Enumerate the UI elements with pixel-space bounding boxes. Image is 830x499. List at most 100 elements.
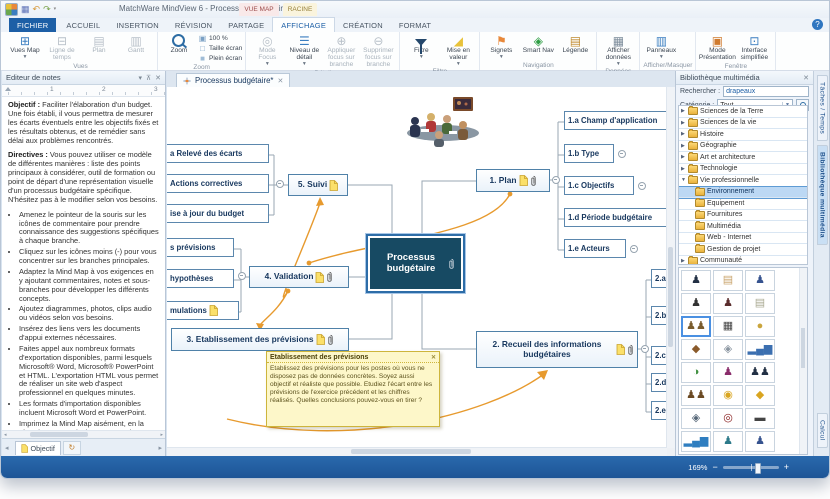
- note-icon[interactable]: [329, 179, 339, 191]
- ribbon-button-full-screen[interactable]: ■Plein écran: [198, 54, 242, 63]
- library-search-input[interactable]: [723, 86, 809, 97]
- root-node[interactable]: Processus budgétaire: [366, 234, 465, 293]
- ribbon-button-timeline[interactable]: ⊟Ligne de temps: [49, 33, 75, 61]
- note-icon[interactable]: [519, 175, 528, 186]
- expand-arrow-icon[interactable]: ▶: [681, 108, 685, 115]
- thumbnails-scrollbar[interactable]: [799, 268, 807, 454]
- expand-arrow-icon[interactable]: ▶: [681, 165, 685, 172]
- subbranch-node[interactable]: 1.a Champ d'application: [564, 111, 667, 130]
- clipart-thumbnail-org-chart[interactable]: ◈: [681, 408, 711, 429]
- subbranch-node[interactable]: 2.d: [651, 373, 667, 392]
- notes-dropdown-icon[interactable]: ▾: [138, 74, 142, 82]
- subbranch-node[interactable]: Actions correctives: [167, 174, 269, 193]
- note-icon[interactable]: [616, 344, 625, 355]
- clipart-thumbnail-coins[interactable]: ◉: [713, 385, 743, 406]
- expand-arrow-icon[interactable]: ▶: [681, 119, 685, 126]
- clipart-thumbnail-walking-man[interactable]: ♟: [681, 293, 711, 314]
- paperclip-icon[interactable]: [627, 344, 634, 356]
- canvas-horizontal-scrollbar[interactable]: [167, 447, 667, 456]
- tree-item-web-internet[interactable]: Web - Internet: [679, 232, 807, 244]
- ribbon-button-simplified-ui[interactable]: ⊡Interface simplifiée: [740, 33, 769, 61]
- subbranch-node[interactable]: 1.c Objectifs: [564, 176, 634, 195]
- branch-collapse-icon[interactable]: [641, 345, 649, 353]
- side-tab-library[interactable]: Bibliothèque multimédia: [816, 145, 828, 245]
- subbranch-node[interactable]: mulations: [167, 301, 239, 320]
- tree-item-histoire[interactable]: ▶Histoire: [679, 129, 807, 141]
- ribbon-button-apply-focus[interactable]: ⊕Appliquer focus sur branche: [327, 33, 356, 68]
- note-icon[interactable]: [315, 271, 325, 283]
- note-icon[interactable]: [209, 305, 218, 316]
- paperclip-icon[interactable]: [326, 271, 333, 283]
- ribbon-button-smart-nav[interactable]: ◈Smart Nav: [522, 33, 554, 54]
- clipart-thumbnail-idea-person[interactable]: ♟: [713, 362, 743, 383]
- expand-arrow-icon[interactable]: ▶: [681, 131, 685, 138]
- canvas-vertical-scrollbar[interactable]: [666, 87, 675, 448]
- ribbon-button-filter[interactable]: Filtre▼: [403, 33, 439, 60]
- clipart-thumbnail-businessman[interactable]: ♟: [745, 270, 775, 291]
- paperclip-icon[interactable]: [530, 175, 537, 187]
- branch-collapse-icon[interactable]: [630, 245, 638, 253]
- expand-arrow-icon[interactable]: ▶: [681, 142, 685, 149]
- undo-icon[interactable]: ↶: [32, 4, 41, 14]
- clipart-thumbnail-wallet-money[interactable]: ●: [745, 316, 775, 337]
- ribbon-button-bookmark[interactable]: ⚑Signets▼: [490, 33, 513, 60]
- ribbon-button-gantt[interactable]: ▥Gantt: [127, 33, 145, 54]
- ribbon-button-remove-focus[interactable]: ⊖Supprimer focus sur branche: [363, 33, 394, 68]
- tree-item-communaut-[interactable]: ▶Communauté: [679, 255, 807, 264]
- zoom-slider[interactable]: [722, 462, 779, 474]
- meeting-clipart[interactable]: [401, 95, 493, 147]
- ribbon-tab-création[interactable]: CRÉATION: [343, 21, 383, 30]
- subbranch-node[interactable]: 2.a: [651, 269, 667, 288]
- notes-horizontal-scrollbar[interactable]: ◂ ▸: [2, 430, 165, 439]
- ribbon-button-show-data[interactable]: ▦Afficher données▼: [605, 33, 632, 67]
- tree-item-vie-professionnelle[interactable]: ▼Vie professionnelle: [679, 175, 807, 187]
- clipart-thumbnail-dartboard[interactable]: ◎: [713, 408, 743, 429]
- branch-collapse-icon[interactable]: [638, 182, 646, 190]
- ribbon-tab-fichier[interactable]: FICHIER: [9, 18, 57, 32]
- ribbon-tab-accueil[interactable]: ACCUEIL: [66, 21, 101, 30]
- ribbon-button-outline[interactable]: ▤Plan: [92, 33, 106, 54]
- subbranch-node[interactable]: a Relevé des écarts: [167, 144, 269, 163]
- tab-nav-left-icon[interactable]: ◂: [5, 444, 9, 452]
- tree-item-technologie[interactable]: ▶Technologie: [679, 163, 807, 175]
- comment-close-icon[interactable]: ✕: [430, 355, 436, 361]
- subbranch-node[interactable]: ise à jour du budget: [167, 204, 269, 223]
- ribbon-button-views-map[interactable]: ⊞Vues Map▼: [10, 33, 40, 60]
- ribbon-button-presentation[interactable]: ▣Mode Présentation: [698, 33, 736, 61]
- save-icon[interactable]: ▦: [21, 4, 30, 14]
- notes-content[interactable]: Objectif : Faciliter l'élaboration d'un …: [2, 97, 165, 433]
- paperclip-icon[interactable]: [448, 258, 455, 270]
- tree-item-art-et-architecture[interactable]: ▶Art et architecture: [679, 152, 807, 164]
- branch-collapse-icon[interactable]: [552, 176, 560, 184]
- branch-collapse-icon[interactable]: [238, 272, 246, 280]
- subbranch-node[interactable]: 2.b: [651, 306, 667, 325]
- tree-item-environnement[interactable]: Environnement: [679, 185, 807, 199]
- tree-item-sciences-de-la-terre[interactable]: ▶Sciences de la Terre: [679, 106, 807, 118]
- tree-item-sciences-de-la-vie[interactable]: ▶Sciences de la vie: [679, 117, 807, 129]
- notes-tab-objectif[interactable]: Objectif: [14, 440, 61, 455]
- ribbon-button-zoom-magnifier[interactable]: Zoom: [161, 33, 197, 55]
- branch-node[interactable]: 5. Suivi: [288, 174, 348, 196]
- document-tab[interactable]: Processus budgétaire* ✕: [176, 73, 291, 87]
- branch-collapse-icon[interactable]: [618, 150, 626, 158]
- tree-item-g-ographie[interactable]: ▶Géographie: [679, 140, 807, 152]
- ribbon-button-fit-screen[interactable]: □Taille écran: [198, 44, 242, 53]
- note-icon[interactable]: [316, 334, 325, 345]
- clipart-thumbnail-bar-chart[interactable]: ▂▄▆: [745, 339, 775, 360]
- ribbon-tab-affichage[interactable]: AFFICHAGE: [272, 17, 336, 32]
- library-close-icon[interactable]: ✕: [803, 74, 809, 82]
- scroll-left-icon[interactable]: ◂: [4, 432, 7, 438]
- branch-node[interactable]: 4. Validation: [249, 266, 349, 288]
- notes-close-icon[interactable]: ✕: [155, 74, 161, 82]
- expand-arrow-icon[interactable]: ▶: [681, 154, 685, 161]
- branch-node[interactable]: 3. Etablissement des prévisions: [171, 328, 349, 351]
- notes-pin-icon[interactable]: ⊼: [146, 74, 152, 82]
- ribbon-button-zoom-100[interactable]: ▣100 %: [198, 34, 228, 43]
- notes-ruler[interactable]: 1 2 3: [2, 85, 165, 97]
- subbranch-node[interactable]: 2.c: [651, 346, 667, 365]
- side-tab-tasks[interactable]: Tâches / Temps: [816, 75, 828, 142]
- tree-item-multim-dia[interactable]: Multimédia: [679, 221, 807, 233]
- clipart-thumbnail-pie-chart[interactable]: ◑: [681, 362, 711, 383]
- clipart-thumbnail-standing-woman[interactable]: ♟: [681, 270, 711, 291]
